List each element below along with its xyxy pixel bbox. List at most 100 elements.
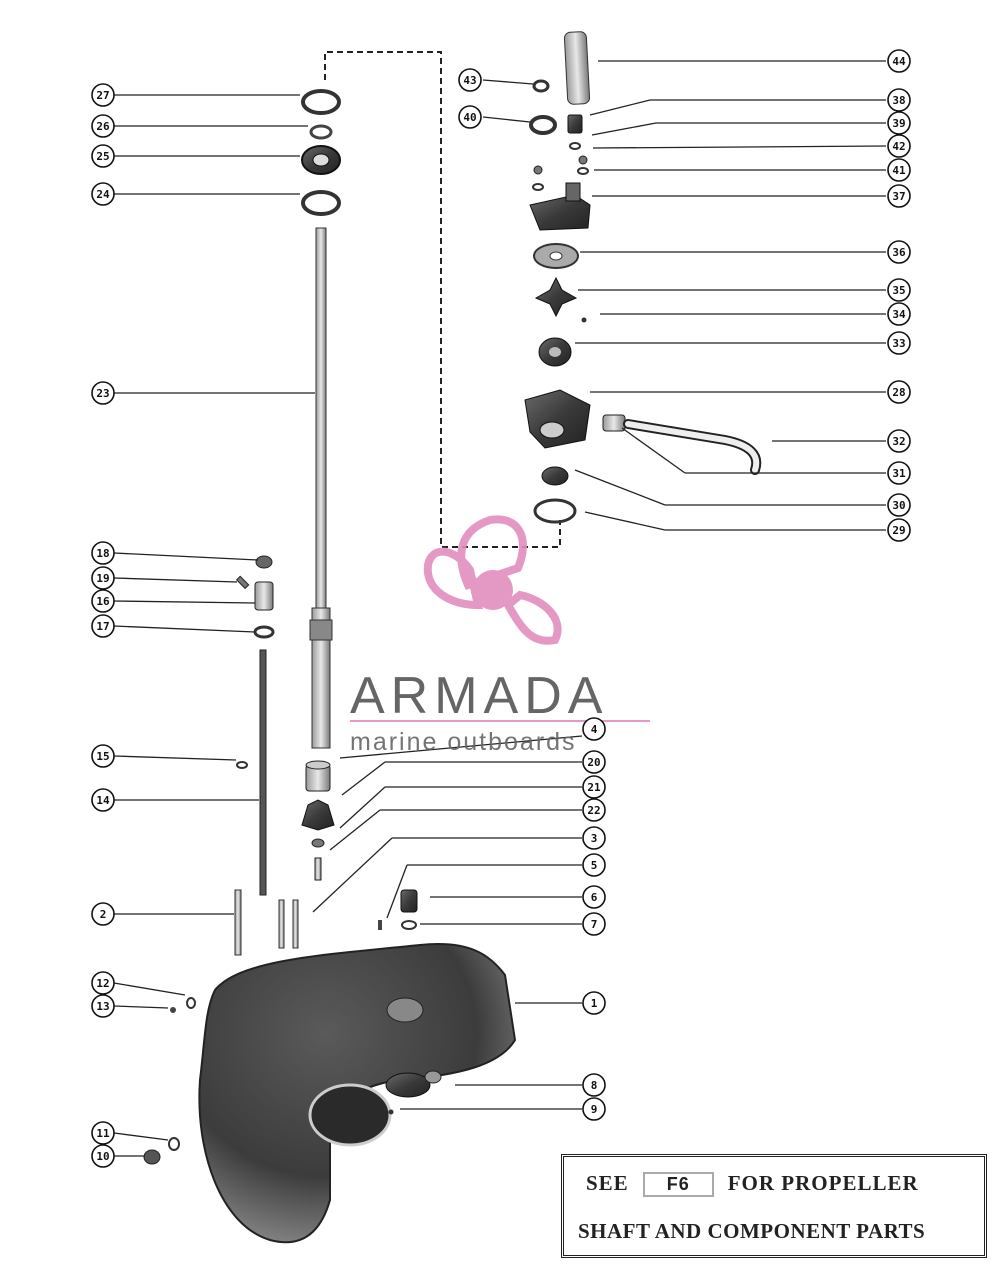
callout-20: 20 [582, 750, 606, 774]
part-26-small-ring [309, 124, 333, 140]
callout-number: 13 [96, 1000, 109, 1013]
callout-circle [91, 144, 115, 168]
callout-number: 27 [96, 89, 109, 102]
part-29-o-ring [533, 498, 577, 524]
callout-circle [91, 1121, 115, 1145]
callout-circle [887, 331, 911, 355]
callout-6: 6 [582, 885, 606, 909]
callout-circle [887, 240, 911, 264]
callout-11: 11 [91, 1121, 115, 1145]
callout-1: 1 [582, 991, 606, 1015]
callout-number: 33 [892, 337, 905, 350]
callout-circle [458, 105, 482, 129]
callout-8: 8 [582, 1073, 606, 1097]
callout-13: 13 [91, 994, 115, 1018]
note-ref-link[interactable]: F6 [642, 1172, 714, 1197]
callout-number: 1 [591, 997, 598, 1010]
callout-43: 43 [458, 68, 482, 92]
part-8-cover-plate [385, 1070, 442, 1098]
callout-number: 38 [892, 94, 905, 107]
part-11-ring [168, 1137, 180, 1151]
callout-2: 2 [91, 902, 115, 926]
part-28-pump-base [524, 389, 591, 449]
callout-circle [582, 885, 606, 909]
part-24-ring [301, 190, 341, 216]
callout-number: 14 [96, 794, 110, 807]
callout-number: 5 [591, 859, 598, 872]
callout-circle [582, 798, 606, 822]
callout-circle [887, 88, 911, 112]
callout-circle [887, 158, 911, 182]
callout-number: 4 [591, 723, 598, 736]
callout-circle [91, 902, 115, 926]
callout-circle [458, 68, 482, 92]
callout-16: 16 [91, 589, 115, 613]
part-23-drive-shaft [309, 227, 333, 749]
callout-15: 15 [91, 744, 115, 768]
callout-circle [91, 114, 115, 138]
part-37-pump-cover [529, 182, 591, 231]
callout-31: 31 [887, 461, 911, 485]
callout-circle [887, 278, 911, 302]
part-31-coupling [602, 414, 626, 432]
callout-number: 43 [463, 74, 476, 87]
assembly-dashed-path [324, 51, 561, 548]
callout-circle [887, 184, 911, 208]
callout-number: 2 [100, 908, 107, 921]
part-27-seal-ring [301, 89, 341, 115]
callout-circle [91, 788, 115, 812]
callout-number: 22 [587, 804, 600, 817]
callout-circle [91, 83, 115, 107]
callout-41: 41 [887, 158, 911, 182]
note-line-2: SHAFT AND COMPONENT PARTS [578, 1219, 926, 1243]
part-10-plug [143, 1149, 161, 1165]
callout-circle [582, 853, 606, 877]
callout-38: 38 [887, 88, 911, 112]
callout-number: 12 [96, 977, 109, 990]
callout-circle [887, 429, 911, 453]
callout-42: 42 [887, 134, 911, 158]
part-9-screw [388, 1109, 394, 1115]
part-6-bushing [400, 889, 418, 913]
callout-number: 10 [96, 1150, 109, 1163]
callout-32: 32 [887, 429, 911, 453]
part-12-ring [186, 997, 196, 1009]
part-41-washer [532, 167, 589, 191]
callout-number: 11 [96, 1127, 110, 1140]
callout-circle [582, 717, 606, 741]
part-21-washer [311, 838, 325, 848]
callout-circle [582, 826, 606, 850]
callout-circle [887, 49, 911, 73]
part-4-bearing-sleeve [305, 760, 331, 792]
callout-circle [91, 994, 115, 1018]
propeller-logo-icon [423, 515, 562, 645]
callout-30: 30 [887, 493, 911, 517]
callout-4: 4 [582, 717, 606, 741]
part-32-hose [623, 419, 762, 475]
callout-number: 25 [96, 150, 109, 163]
callout-number: 32 [892, 435, 905, 448]
callout-circle [91, 566, 115, 590]
part-16-bushing [254, 581, 274, 611]
callout-number: 18 [96, 547, 109, 560]
part-40-seal [529, 115, 557, 135]
callout-18: 18 [91, 541, 115, 565]
callout-23: 23 [91, 381, 115, 405]
part-34-key [581, 317, 587, 323]
callout-number: 36 [892, 246, 906, 259]
callout-24: 24 [91, 182, 115, 206]
callout-circle [887, 111, 911, 135]
callout-number: 21 [587, 781, 601, 794]
part-25-bearing [301, 145, 341, 175]
callout-17: 17 [91, 614, 115, 638]
part-42-nut [533, 155, 588, 175]
part-39-washer [569, 142, 581, 150]
callout-circle [91, 541, 115, 565]
callout-14: 14 [91, 788, 115, 812]
callout-circle [582, 775, 606, 799]
callout-39: 39 [887, 111, 911, 135]
part-17-washer [253, 625, 275, 639]
callout-40: 40 [458, 105, 482, 129]
